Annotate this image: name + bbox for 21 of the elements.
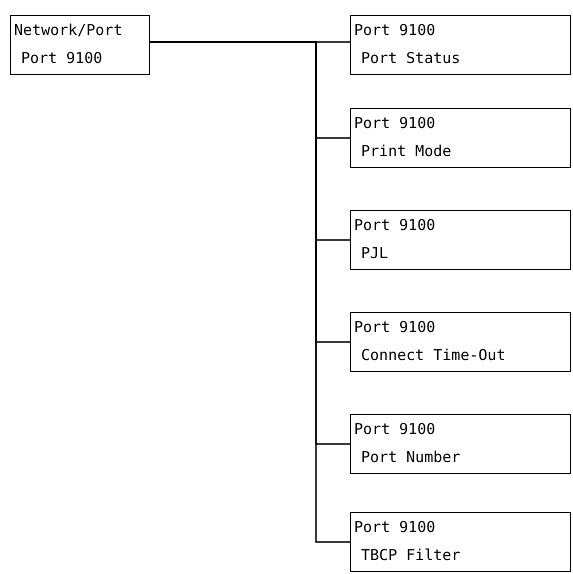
menu-item-label: Print Mode bbox=[360, 141, 452, 162]
menu-item-label: TBCP Filter bbox=[360, 545, 462, 566]
menu-item-label: Port 9100 bbox=[20, 48, 104, 69]
menu-heading: Network/Port bbox=[14, 20, 124, 41]
menu-heading: Port 9100 bbox=[354, 113, 436, 134]
submenu-box bbox=[350, 512, 571, 572]
menu-item-label: PJL bbox=[360, 243, 390, 264]
submenu-box bbox=[350, 210, 571, 270]
menu-heading: Port 9100 bbox=[354, 317, 436, 338]
menu-item-label: Connect Time-Out bbox=[360, 345, 506, 366]
submenu-box bbox=[350, 414, 571, 474]
menu-heading: Port 9100 bbox=[354, 215, 436, 236]
submenu-box bbox=[350, 108, 571, 168]
submenu-box bbox=[350, 15, 571, 75]
menu-heading: Port 9100 bbox=[354, 419, 436, 440]
menu-heading: Port 9100 bbox=[354, 517, 436, 538]
menu-item-label: Port Status bbox=[360, 48, 462, 69]
submenu-box bbox=[350, 312, 571, 372]
menu-heading: Port 9100 bbox=[354, 20, 436, 41]
menu-box bbox=[10, 15, 150, 75]
menu-item-label: Port Number bbox=[360, 447, 462, 468]
